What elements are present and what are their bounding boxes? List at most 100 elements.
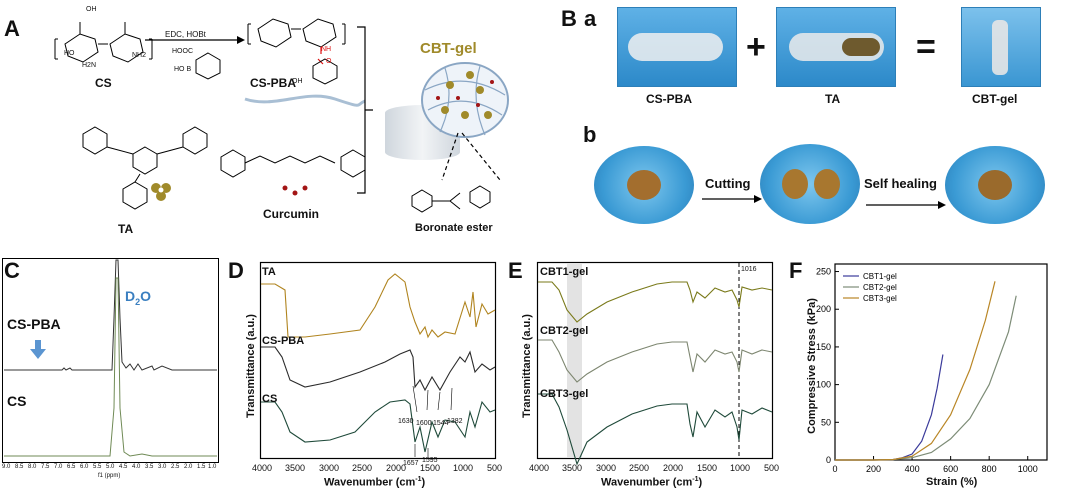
bracket [357,26,373,194]
nmr-xticks: 9.0 8.5 8.0 7.5 7.0 6.5 6.0 5.5 5.0 4.5 … [2,464,218,474]
dish-original [594,146,694,224]
nmr-xtick: 2.0 [184,464,193,470]
reaction-reagents: EDC, HOBt [165,30,206,39]
ba-item-ta: TA [825,92,841,106]
chart-f-xtick-label: 0 [832,464,837,474]
nmr-xtick: 3.0 [158,464,167,470]
cs-nh2-label: NH2 [132,52,147,59]
ftir-d-peak-label: 1600 [416,420,432,427]
ftir-d-xticks: 4000 3500 3000 2500 2000 1500 1000 500 [252,463,502,475]
chart-f-ytick-label: 0 [826,455,831,465]
panel-label-d: D [228,258,244,283]
cs-oh-label: OH [86,6,97,13]
ta-structure [82,126,208,210]
ftir-d-xtick: 1000 [453,463,474,473]
nmr-xtick: 7.5 [41,464,50,470]
chart-f-ytick-label: 50 [821,417,831,427]
ftir-e-xtick: 500 [764,463,780,473]
ta-label: TA [118,222,134,236]
ftir-e-xtick: 3000 [596,463,617,473]
cutting-label: Cutting [705,176,751,191]
nmr-xtick: 3.5 [145,464,154,470]
chart-f-xtick-label: 400 [905,464,920,474]
pba-hooc-label: HOOC [172,48,193,55]
cspba-oh-label: OH [292,78,303,85]
ftir-e-xtick: 2000 [663,463,684,473]
cs-pba-label: CS-PBA [250,76,297,90]
ftir-e-ylabel: Transmittance (a.u.) [521,314,533,418]
panel-label-a: A [4,16,20,41]
cbt-gel-photo [961,7,1041,87]
boronate-ester-label: Boronate ester [415,222,493,234]
ftir-e-xtick: 1500 [697,463,718,473]
chart-f-xtick-label: 600 [943,464,958,474]
nmr-xtick: 8.5 [15,464,24,470]
chart-f-ytick-label: 150 [816,342,831,352]
cbt-gel-title: CBT-gel [420,40,477,57]
chart-f-ylabel: Compressive Stress (kPa) [806,298,818,434]
ftir-e-peak-label: 1016 [741,266,757,273]
chart-f-series-line [835,354,944,461]
panel-label-c: C [4,258,20,283]
ftir-d-peak-label: 1544 [433,420,449,427]
ftir-e-series-cbt2: CBT2-gel [540,325,589,337]
ftir-d-xlabel: Wavenumber (cm-1) [324,476,426,489]
ftir-d-xtick: 500 [487,463,503,473]
ftir-e-plot [536,261,774,466]
nmr-xtick: 4.0 [132,464,141,470]
ftir-d-peak-label: 1382 [447,418,463,425]
cspba-o-label: O [326,58,332,65]
cs-structure [54,22,153,63]
self-healing-arrow [866,201,946,209]
chart-f-xtick-label: 1000 [1018,464,1038,474]
pba-hob-label: HO B [174,66,192,73]
ftir-e-xlabel: Wavenumber (cm-1) [601,476,703,489]
chart-f-legend-label: CBT3-gel [863,294,897,303]
curcumin-structure [220,149,366,178]
nmr-xtick: 5.5 [93,464,102,470]
ftir-d-xtick: 3000 [319,463,340,473]
ftir-d-peak-label: 1595 [422,457,438,464]
ftir-e-xtick: 3500 [562,463,583,473]
nmr-xtick: 2.5 [171,464,180,470]
cutting-arrow [702,195,762,203]
nmr-xtick: 1.5 [197,464,206,470]
reaction-arrow [145,36,245,44]
nmr-xtick: 1.0 [208,464,217,470]
ba-item-cbt-gel: CBT-gel [972,92,1018,106]
panel-label-f: F [789,258,803,283]
boronate-ester-structure [411,185,491,213]
ftir-d-series-cs-pba: CS-PBA [262,335,305,347]
ftir-d-series-ta: TA [262,266,276,278]
chart-f-legend-label: CBT1-gel [863,272,897,281]
chart-f-ytick-label: 200 [816,304,831,314]
panel-b-sub-b: b [583,122,597,147]
chart-f-xtick-label: 800 [982,464,997,474]
nmr-xlabel: f1 (ppm) [98,473,121,479]
cs-pba-structure [247,18,346,85]
zoom-dashes [441,132,501,181]
curcumin-dots-icon [282,185,308,196]
ftir-d-peak-label: 1657 [403,460,419,467]
panel-label-e: E [508,258,523,283]
nmr-xtick: 9.0 [2,464,11,470]
cs-ho-label: HO [64,50,75,57]
nmr-xtick: 7.0 [54,464,63,470]
curcumin-label: Curcumin [263,207,320,221]
cs-pba-photo [617,7,737,87]
nmr-plot [2,258,219,463]
nmr-xtick: 5.0 [106,464,115,470]
nmr-cs-pba-label: CS-PBA [7,316,61,332]
ftir-d-plot [259,261,497,460]
ftir-d-xtick: 3500 [285,463,306,473]
ftir-e-xtick: 4000 [529,463,550,473]
dish-healed [945,146,1045,224]
chart-f-legend-label: CBT2-gel [863,283,897,292]
ftir-d-series-cs: CS [262,393,278,405]
nmr-xtick: 4.5 [119,464,128,470]
chart-f-series-line [835,295,1017,461]
panel-label-b: B [561,6,577,31]
chart-f-series-line [835,281,996,461]
ftir-d-xtick: 1500 [420,463,441,473]
